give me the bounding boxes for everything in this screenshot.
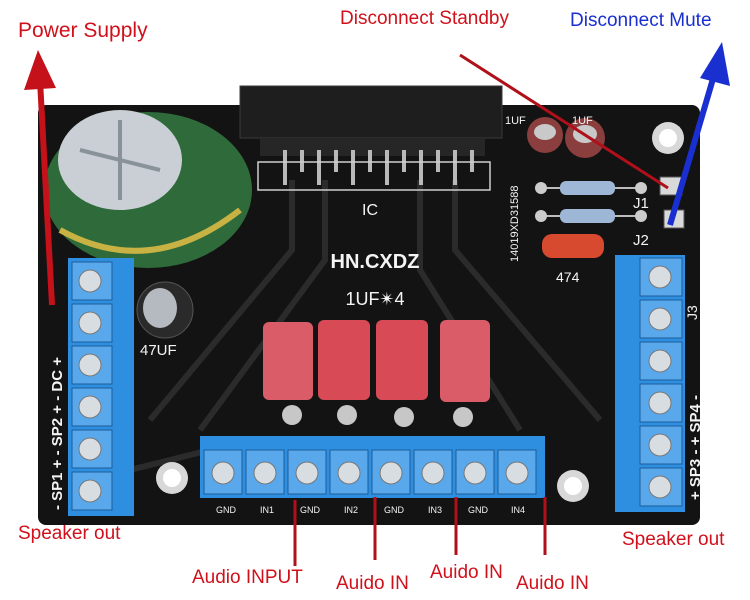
disconnect-mute-label: Disconnect Mute: [570, 10, 712, 31]
ceramic-capacitor-474: [542, 234, 604, 258]
silk-input-label: IN2: [344, 505, 358, 515]
speaker-out-right-label: Speaker out: [622, 529, 725, 550]
silk-cap-value: 1UF✴4: [345, 289, 404, 309]
annotation-arrows: [24, 42, 730, 566]
silk-input-label: IN3: [428, 505, 442, 515]
silk-474: 474: [556, 269, 580, 285]
electrolytic-capacitor-large: [44, 110, 252, 268]
silk-j2: J2: [633, 232, 649, 249]
arrow-up-icon: [24, 50, 56, 90]
silk-1uf-a: 1UF: [505, 115, 526, 127]
electrolytic-capacitor-small: [136, 117, 605, 339]
silk-j3: J3: [684, 305, 700, 320]
silk-brand: HN.CXDZ: [331, 251, 420, 273]
silk-input-label: GND: [468, 505, 489, 515]
film-capacitors: [263, 320, 490, 427]
silk-input-label: IN1: [260, 505, 274, 515]
power-supply-label: Power Supply: [18, 19, 148, 42]
silk-input-label: GND: [216, 505, 237, 515]
silk-input-label: IN4: [511, 505, 525, 515]
silk-j1: J1: [633, 195, 649, 212]
speaker-out-left-label: Speaker out: [18, 523, 121, 544]
silk-right-terminal: + SP3 - + SP4 -: [687, 395, 704, 500]
disconnect-standby-label: Disconnect Standby: [340, 8, 509, 29]
silk-1uf-b: 1UF: [572, 115, 593, 127]
silk-47uf: 47UF: [140, 342, 177, 359]
terminal-block-bottom: [200, 436, 545, 498]
resistors: [535, 181, 647, 223]
terminal-block-right: [615, 255, 685, 512]
silk-left-terminal: - SP1 + - SP2 + - DC +: [49, 357, 66, 510]
audio-in-label-3: Auido IN: [430, 562, 503, 583]
audio-in-label-2: Auido IN: [336, 573, 409, 594]
audio-input-label: Audio INPUT: [192, 567, 303, 588]
silk-input-labels: GND IN1 GND IN2 GND IN3 GND IN4: [216, 505, 525, 515]
silk-ic: IC: [362, 202, 378, 219]
mounting-holes: [156, 122, 684, 502]
arrow-up-icon: [700, 42, 730, 86]
silk-serial: 14019XD31588: [509, 186, 521, 262]
ic-chip: [239, 85, 503, 191]
terminal-block-left: [68, 258, 134, 516]
audio-in-label-4: Auido IN: [516, 573, 589, 594]
silk-input-label: GND: [300, 505, 321, 515]
silk-input-label: GND: [384, 505, 405, 515]
